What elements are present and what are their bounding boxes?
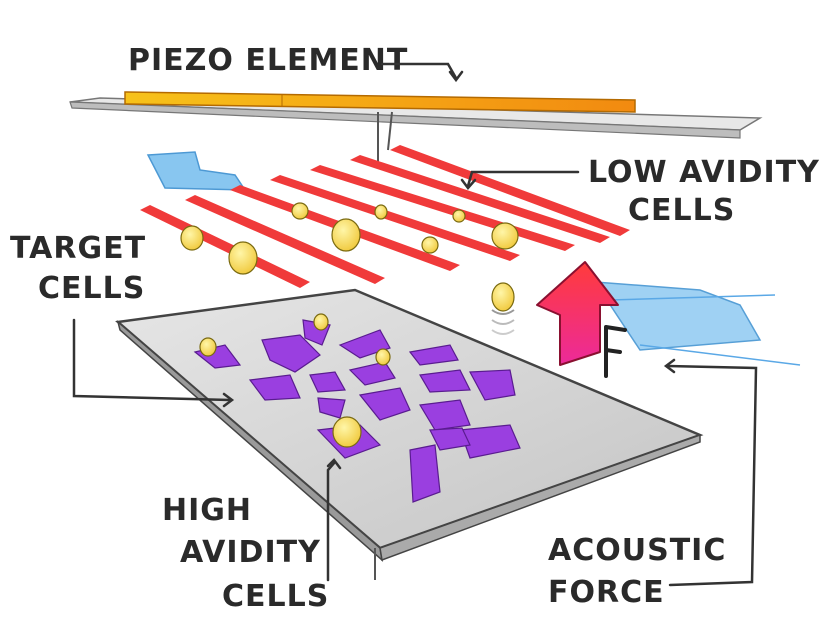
cell [374,204,388,220]
piezo-element [124,91,636,113]
target-cell [348,361,396,386]
pointer-piezo [380,62,458,80]
cell [199,337,217,357]
cell [180,225,204,251]
cell [332,416,362,448]
label-acoustic-line2: FORCE [548,575,665,610]
low-avidity-cells [180,202,519,335]
target-cell [409,444,441,503]
target-cell [419,399,471,431]
label-high-avidity-line1: HIGH [162,493,252,528]
label-piezo-element: PIEZO ELEMENT [128,43,408,78]
target-cell [261,334,321,373]
label-low-avidity-line1: LOW AVIDITY [588,155,820,190]
target-cell [358,387,411,421]
cell [375,348,391,366]
label-acoustic-line1: ACOUSTIC [548,533,726,568]
pointer-low-avidity [466,170,580,188]
label-high-avidity-line3: CELLS [222,579,329,614]
wave-line [270,175,520,261]
fluid-outlet-icon [593,281,801,366]
bottom-plate [115,288,704,580]
force-symbol [604,325,627,378]
target-cells [193,319,521,503]
cell [331,218,361,252]
cell [228,241,258,275]
label-target-line1: TARGET [10,231,146,266]
pointer-high-avidity [326,460,337,582]
upward-arrow-icon [536,261,619,366]
target-cell [309,371,346,393]
target-cell [338,329,391,359]
wave-line [390,145,630,236]
wave-line [140,205,310,288]
cell [421,236,439,254]
cell [491,222,519,250]
fluid-inlet-icon [146,151,247,191]
pointer-acoustic [666,364,758,587]
pointer-target [72,318,232,402]
target-cell [429,427,471,451]
target-cell [469,369,516,401]
wave-line [185,195,385,284]
target-cell [408,344,459,366]
high-avidity-cells [199,313,391,448]
cell [452,209,466,223]
label-high-avidity-line2: AVIDITY [180,535,321,570]
target-cell [459,424,521,459]
target-cell [248,374,301,401]
label-target-line2: CELLS [38,271,145,306]
cell [313,313,329,331]
target-cell [317,397,346,419]
wave-line [350,155,610,243]
target-cell [419,369,471,393]
label-low-avidity-line2: CELLS [628,193,735,228]
cell [291,202,309,220]
cell [491,282,515,312]
